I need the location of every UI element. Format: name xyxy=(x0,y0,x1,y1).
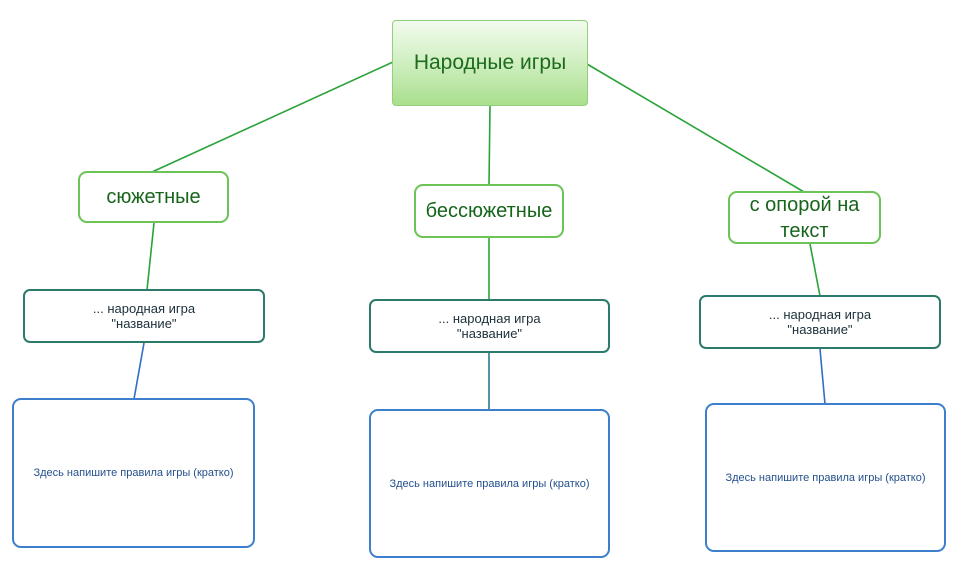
game-name-label: ... народная игра "название" xyxy=(768,307,872,337)
connector-game1-to-rules1 xyxy=(133,342,145,400)
connector-root-to-cat3 xyxy=(586,63,805,193)
game-rules-label: Здесь напишите правила игры (кратко) xyxy=(33,467,234,479)
game-rules-node: Здесь напишите правила игры (кратко) xyxy=(705,403,946,552)
connector-root-to-cat2 xyxy=(488,105,491,186)
game-name-node: ... народная игра "название" xyxy=(369,299,610,353)
game-name-label: ... народная игра "название" xyxy=(92,301,196,331)
connector-game3-to-rules3 xyxy=(819,348,826,405)
root-node: Народные игры xyxy=(392,20,588,106)
root-node-label: Народные игры xyxy=(413,51,567,74)
category-label: с опорой на текст xyxy=(749,193,860,242)
game-rules-label: Здесь напишите правила игры (кратко) xyxy=(389,477,590,490)
game-name-node: ... народная игра "название" xyxy=(23,289,265,343)
connector-root-to-cat1 xyxy=(151,61,394,173)
category-node-plotless: бессюжетные xyxy=(414,184,564,238)
category-node-plot: сюжетные xyxy=(78,171,229,223)
connector-cat1-to-game1 xyxy=(146,222,155,291)
game-rules-node: Здесь напишите правила игры (кратко) xyxy=(369,409,610,558)
game-name-label: ... народная игра "название" xyxy=(438,311,541,341)
category-label: сюжетные xyxy=(106,186,201,208)
category-node-text-based: с опорой на текст xyxy=(728,191,881,244)
game-rules-node: Здесь напишите правила игры (кратко) xyxy=(12,398,255,548)
category-label: бессюжетные xyxy=(425,200,553,222)
game-rules-label: Здесь напишите правила игры (кратко) xyxy=(725,471,926,484)
connector-cat3-to-game3 xyxy=(809,243,821,297)
game-name-node: ... народная игра "название" xyxy=(699,295,941,349)
